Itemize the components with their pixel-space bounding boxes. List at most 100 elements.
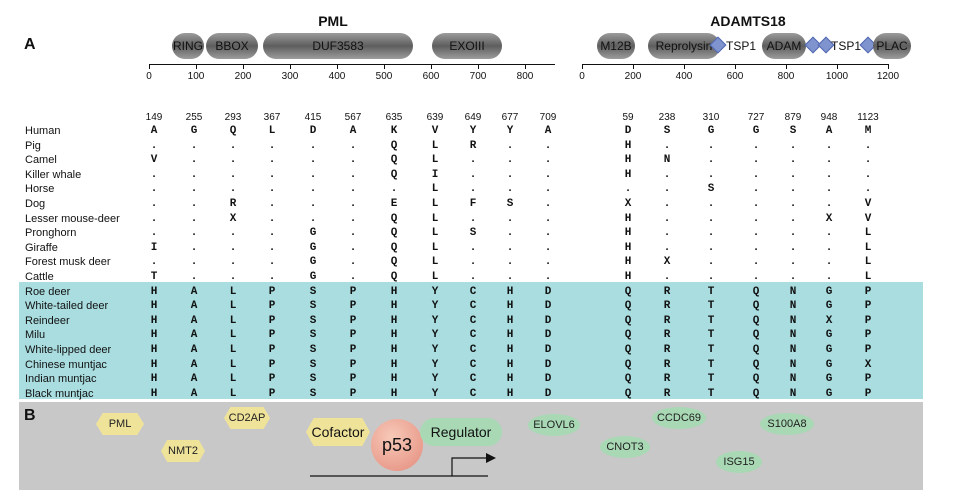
residue-cell: . [469, 271, 477, 283]
residue-cell: . [190, 183, 198, 196]
cofactor-node-nmt2: NMT2 [161, 440, 205, 462]
residue-cell: . [190, 198, 198, 210]
residue-cell: Q [229, 125, 237, 137]
residue-cell: . [506, 183, 514, 196]
residue-cell: H [390, 329, 398, 342]
cervid-highlight-band [19, 282, 923, 399]
residue-cell: L [431, 154, 439, 167]
residue-cell: H [506, 344, 514, 356]
pml-domain-duf3583: DUF3583 [263, 33, 413, 59]
residue-cell: . [150, 256, 158, 269]
residue-cell: Y [506, 125, 514, 137]
ruler-tick [478, 64, 479, 69]
residue-cell: Y [431, 300, 439, 313]
residue-cell: . [752, 168, 760, 181]
species-name: Dog [25, 198, 46, 210]
ruler-tick [735, 64, 736, 69]
residue-cell: . [544, 227, 552, 240]
adamts18-residue-position: 238 [658, 112, 676, 123]
residue-cell: H [506, 329, 514, 342]
ruler-tick [786, 64, 787, 69]
adamts18-residue-position: 1123 [857, 112, 879, 123]
residue-cell: Q [752, 314, 760, 327]
adamts18-tick-label: 600 [726, 71, 744, 82]
residue-cell: N [789, 373, 797, 386]
residue-cell: D [544, 358, 552, 371]
residue-cell: H [624, 271, 632, 283]
residue-cell: Q [752, 358, 760, 371]
cofactor-label: Cofactor [306, 418, 370, 446]
residue-cell: G [825, 329, 833, 342]
residue-cell: H [624, 227, 632, 240]
residue-cell: . [825, 271, 833, 283]
residue-cell: H [506, 300, 514, 313]
pml-residue-position: 415 [304, 112, 322, 123]
residue-cell: Q [624, 344, 632, 356]
residue-cell: N [789, 387, 797, 400]
adamts18-domain-m12b: M12B [597, 33, 635, 59]
residue-cell: H [150, 314, 158, 327]
residue-cell: . [190, 227, 198, 240]
panel-a-letter: A [24, 36, 36, 53]
residue-cell: Q [752, 329, 760, 342]
adamts18-tick-label: 1000 [825, 71, 849, 82]
residue-cell: D [544, 300, 552, 313]
residue-cell: D [544, 387, 552, 400]
residue-cell: P [349, 314, 357, 327]
residue-cell: . [469, 168, 477, 181]
regulator-node-s100a8: S100A8 [760, 413, 814, 435]
residue-cell: . [268, 139, 276, 152]
species-name: Pig [25, 139, 41, 152]
residue-cell: . [789, 227, 797, 240]
residue-cell: G [825, 358, 833, 371]
adamts18-tick-label: 0 [579, 71, 585, 82]
ruler-tick [337, 64, 338, 69]
regulator-node-ccdc69: CCDC69 [652, 407, 706, 429]
residue-cell: Q [390, 256, 398, 269]
adamts18-tick-label: 1200 [876, 71, 900, 82]
residue-cell: H [150, 329, 158, 342]
residue-cell: C [469, 300, 477, 313]
residue-cell: C [469, 285, 477, 298]
ruler-tick [525, 64, 526, 69]
residue-cell: . [506, 154, 514, 167]
residue-cell: . [150, 212, 158, 225]
residue-cell: . [707, 212, 715, 225]
residue-cell: L [431, 183, 439, 196]
residue-cell: . [150, 198, 158, 210]
residue-cell: G [825, 285, 833, 298]
pml-tick-label: 500 [375, 71, 393, 82]
residue-cell: Q [624, 329, 632, 342]
residue-cell: . [663, 271, 671, 283]
residue-cell: M [864, 125, 872, 137]
residue-cell: A [190, 285, 198, 298]
residue-cell: G [825, 300, 833, 313]
residue-cell: . [663, 212, 671, 225]
residue-cell: S [309, 329, 317, 342]
adamts18-residue-position: 879 [784, 112, 802, 123]
residue-cell: . [624, 183, 632, 196]
species-name: Pronghorn [25, 227, 77, 240]
residue-cell: . [789, 139, 797, 152]
residue-cell: L [229, 373, 237, 386]
ruler-tick [837, 64, 838, 69]
residue-cell: X [663, 256, 671, 269]
residue-cell: V [864, 198, 872, 210]
adamts18-tick-label: 400 [675, 71, 693, 82]
residue-cell: H [624, 139, 632, 152]
residue-cell: . [150, 168, 158, 181]
adamts18-residue-position: 948 [820, 112, 838, 123]
residue-cell: . [707, 256, 715, 269]
residue-cell: . [544, 139, 552, 152]
residue-cell: P [349, 344, 357, 356]
residue-cell: . [349, 183, 357, 196]
residue-cell: D [544, 329, 552, 342]
residue-cell: . [707, 139, 715, 152]
ruler-tick [196, 64, 197, 69]
pml-tick-label: 600 [422, 71, 440, 82]
residue-cell: H [624, 256, 632, 269]
residue-cell: . [506, 212, 514, 225]
pml-domain-ring: RING [172, 33, 204, 59]
residue-cell: P [349, 329, 357, 342]
